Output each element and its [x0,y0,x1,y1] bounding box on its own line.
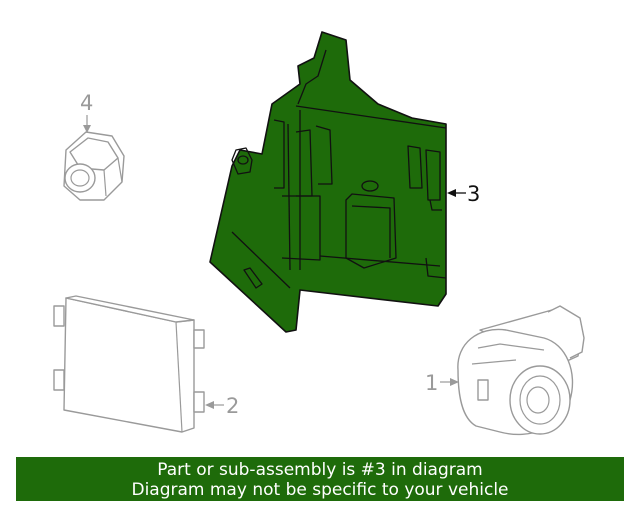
flange-nut-icon[interactable] [63,131,125,201]
callout-4-label: 4 [80,91,93,115]
mounting-bracket-icon[interactable] [209,31,447,333]
callout-2-label: 2 [226,394,239,418]
callout-2: 2 [205,394,239,418]
callout-1-label: 1 [425,371,438,395]
banner-line-1: Part or sub-assembly is #3 in diagram [157,460,483,480]
callout-3: 3 [447,182,480,206]
info-banner: Part or sub-assembly is #3 in diagram Di… [16,457,624,501]
callout-4: 4 [80,91,93,133]
callout-1: 1 [425,371,459,395]
banner-line-2: Diagram may not be specific to your vehi… [131,480,509,500]
control-module-icon[interactable] [53,295,205,433]
parking-sensor-icon[interactable] [457,305,585,436]
callout-3-label: 3 [467,182,480,206]
